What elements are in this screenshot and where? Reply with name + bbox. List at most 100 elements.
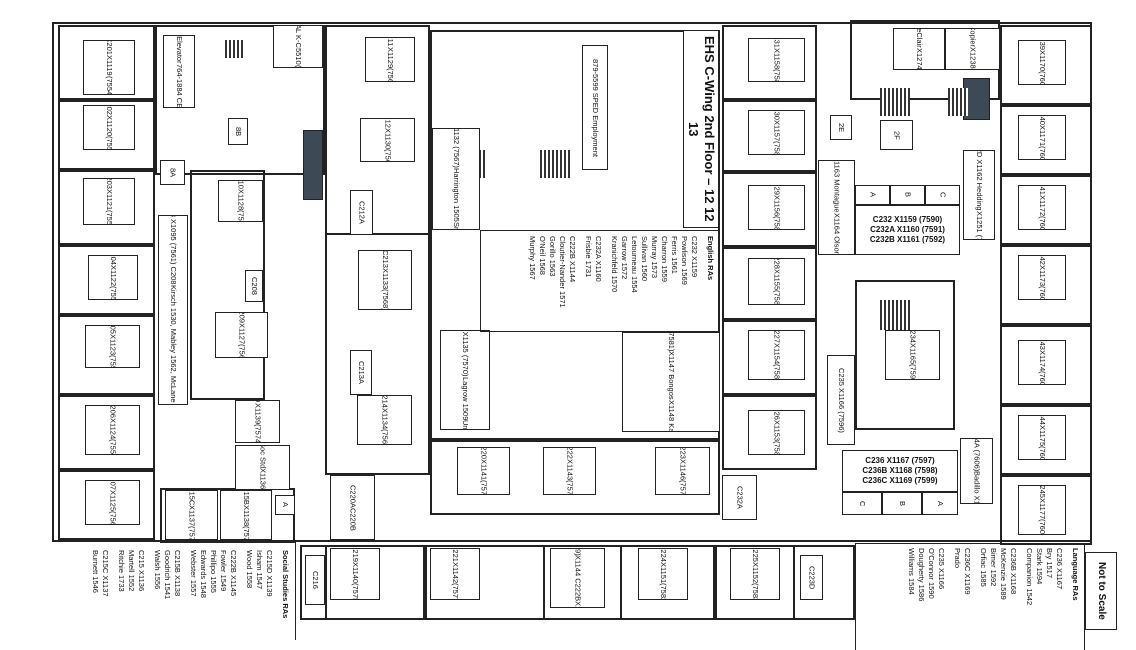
room-label-line: (7565)	[383, 148, 393, 162]
room-label-line: (7615)	[293, 65, 303, 67]
room-label-line: (7575)	[351, 582, 360, 600]
room-label-line: LeClair	[915, 28, 924, 49]
room-label-line: (7564)	[386, 67, 395, 82]
room-label-line: X1274	[915, 48, 924, 70]
room-label-line: (7585)	[772, 363, 782, 380]
list-entry: Martell 1552	[127, 550, 136, 592]
room-label-line: (7559)	[108, 438, 118, 455]
list-entry: O'Neil 1568	[538, 236, 547, 275]
room-label-line: C223	[678, 447, 688, 459]
room-r8a: 8A	[160, 160, 185, 185]
room-label-line: C201	[105, 40, 114, 56]
room-label-line: X1120	[105, 115, 114, 137]
list-entry: Ritchie 1733	[117, 550, 126, 592]
list-entry: English RAs	[706, 236, 715, 281]
wall-segment	[722, 247, 817, 320]
room-label-line: C212A	[357, 201, 367, 224]
room-label-line: C223D	[807, 565, 817, 590]
room-label-line: X1165	[908, 342, 918, 364]
room-label-line: C227	[772, 330, 782, 343]
room-label-line: C236C X1169 (7599)	[862, 476, 938, 485]
list-entry: Language RAs	[1071, 548, 1080, 601]
list-entry: Stark 1594	[1035, 548, 1044, 585]
wall-segment	[1000, 175, 1092, 245]
room-label-line: X1130	[383, 127, 393, 149]
room-label-line: B	[903, 192, 913, 198]
scale-note-text: Not to Scale	[1096, 562, 1107, 620]
room-r8b: 8B	[228, 118, 248, 145]
room-label-line: C220A	[348, 484, 358, 508]
room-label-line: C	[858, 500, 867, 507]
room-label-line: (7600)	[1038, 71, 1047, 85]
wall-segment	[155, 25, 325, 175]
room-label-line: L K-C	[294, 29, 303, 48]
room-c244a: C244A (7606)Badillo X1176	[960, 438, 993, 504]
room-label-line: (7605)	[1038, 446, 1047, 460]
room-label-line: X1174	[1038, 350, 1047, 372]
room-la: A	[922, 492, 958, 515]
room-label-line: X1171	[1038, 125, 1047, 147]
room-label-line: C207	[108, 480, 118, 491]
room-label-line: C232 X1159 (7590)	[872, 215, 943, 224]
room-label-line: Lagrow 1509	[461, 376, 470, 421]
list-entry: O'Connor 1590	[927, 548, 936, 599]
posted-sign	[303, 130, 323, 200]
list-entry: Frisbie 1731	[584, 236, 593, 278]
room-label-line: C222	[565, 447, 575, 459]
room-label-line: C245	[1038, 485, 1047, 498]
list-entry: C235 X1166	[937, 548, 946, 590]
stairs-fixture	[540, 150, 570, 178]
list-entry: Murray 1573	[650, 236, 659, 279]
room-label-line: C235 X1166 (7596)	[837, 367, 846, 433]
list-entry: C236C X1169	[963, 548, 972, 595]
english-ras-box	[480, 230, 720, 332]
room-label-line: X1164 Olson (7594)	[832, 212, 842, 255]
list-entry: C232 X1159	[690, 236, 699, 278]
wall-segment	[58, 100, 155, 170]
wall-segment	[1000, 405, 1092, 475]
wall-segment	[1000, 245, 1092, 325]
list-entry: Fowler 1549	[219, 550, 228, 592]
room-label-line: X1134	[380, 407, 390, 429]
room-label-line: (7577)	[451, 582, 460, 600]
room-label-line: X1148 Kany	[667, 400, 676, 432]
wall-segment	[58, 25, 155, 100]
wall-segment	[722, 25, 817, 100]
room-label-line: Kirsch 1530, Mabley 1562, McLane 1610	[169, 284, 178, 405]
list-entry: C215B X1138	[173, 550, 182, 597]
wall-segment	[300, 545, 855, 620]
room-label-line: C209	[237, 312, 247, 323]
room-label-line: X1128	[236, 188, 246, 210]
list-entry: Dougherty 1586	[917, 548, 926, 602]
room-label-line: C225	[751, 548, 760, 562]
room-label-line: C228	[772, 258, 782, 270]
wall-segment	[58, 470, 155, 540]
stairs-fixture	[880, 300, 910, 330]
room-label-line: (7588)	[772, 141, 782, 155]
room-sped: 879-5599 SPED Employment	[582, 45, 608, 170]
room-c235: C235 X1166 (7596)	[827, 355, 855, 445]
list-entry: C215C X1137	[101, 550, 110, 597]
room-label-line: C211A	[293, 26, 303, 29]
room-label-line: C244A (7606)	[972, 438, 982, 472]
list-entry: Walsh 1556	[153, 550, 162, 590]
room-label-line: C236 X1167 (7597)	[865, 456, 935, 465]
room-label-line: X1122	[109, 265, 118, 287]
wall-segment	[58, 315, 155, 395]
stairs-fixture	[225, 40, 245, 58]
room-c232a: C232A	[722, 475, 757, 520]
room-label-line: C215C	[187, 490, 197, 506]
room-label-line: X1139	[253, 402, 263, 424]
room-label-line: (7603)	[1038, 286, 1047, 300]
not-to-scale-note: Not to Scale	[1085, 552, 1117, 630]
